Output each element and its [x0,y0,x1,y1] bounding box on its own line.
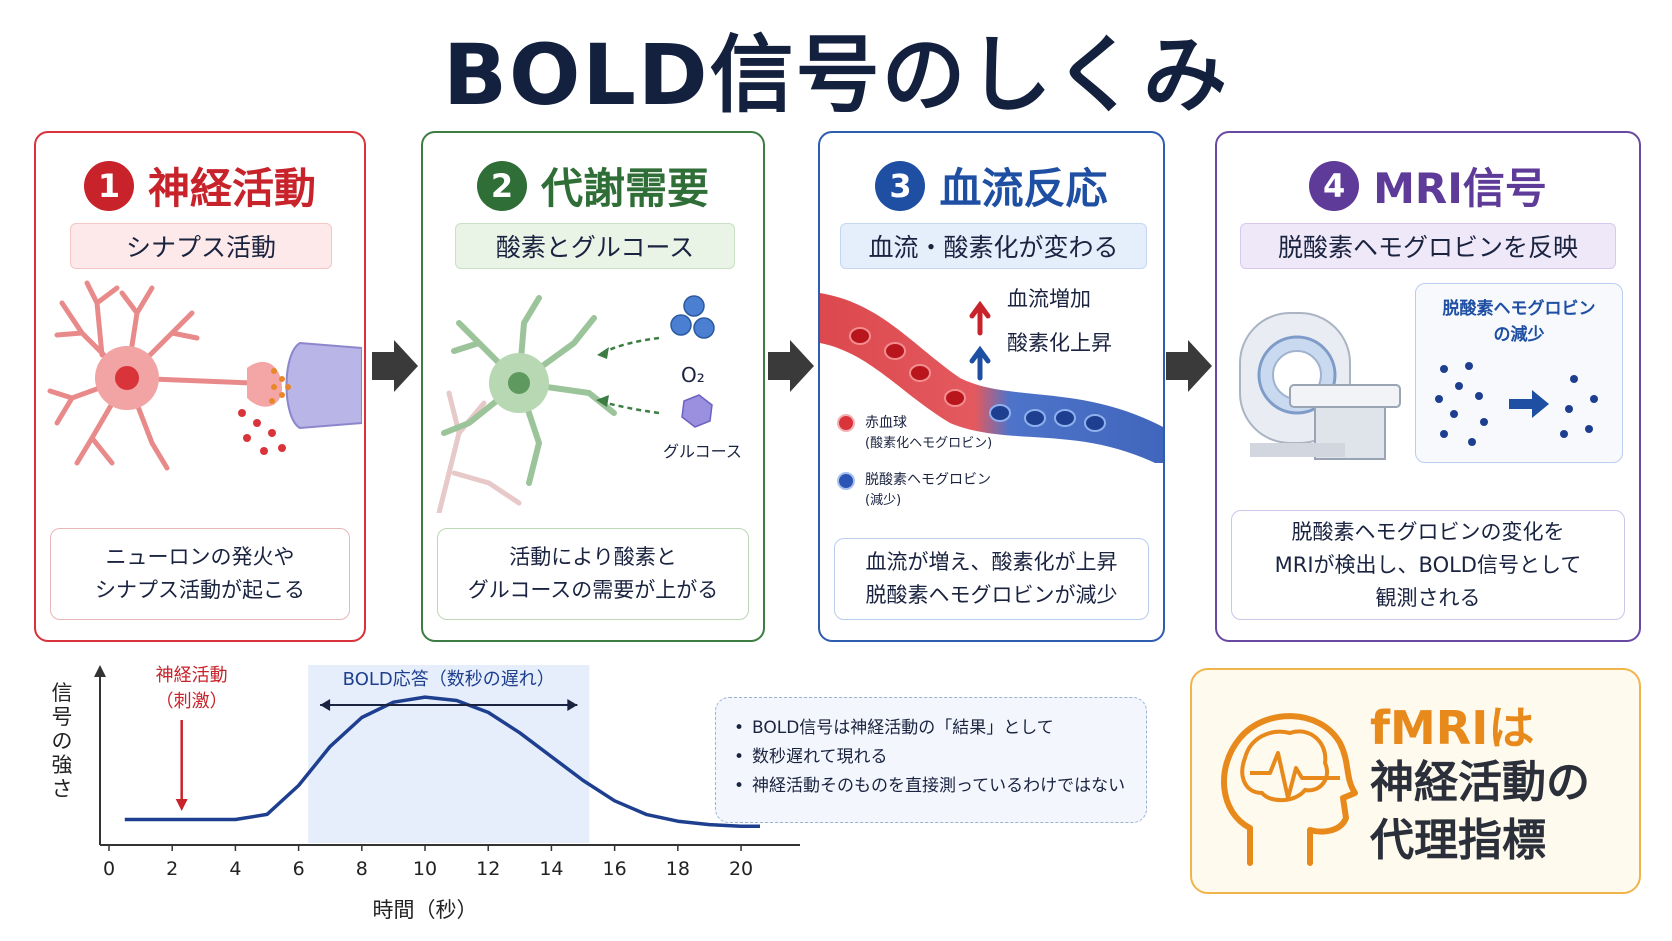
info-bullet-1: BOLD信号は神経活動の「結果」として [734,714,1128,743]
x-tick-label: 18 [666,858,690,880]
step-description: 血流が増え、酸素化が上昇 脱酸素ヘモグロビンが減少 [834,538,1149,620]
x-tick-label: 10 [413,858,437,880]
fmri-proxy-box: fMRIは 神経活動の 代理指標 [1190,668,1641,894]
bold-window-arrow-left [320,699,331,711]
deoxy-legend-sublabel: (減少) [865,493,902,508]
step-subtitle: 血流・酸素化が変わる [840,223,1147,269]
x-tick-label: 2 [166,858,178,880]
brain-head-icon [1221,713,1358,866]
x-tick-label: 12 [476,858,500,880]
step-number: 2 [476,160,527,211]
neuron-metabolism-illustration [436,295,715,513]
y-axis-label: 強 [52,753,73,777]
x-tick-label: 14 [539,858,563,880]
info-bullet-2: 神経活動そのものを直接測っているわけではない [734,772,1128,801]
page-title: BOLD信号のしくみ [442,26,1230,124]
oxygen-label: O₂ [681,363,705,387]
mri-scanner-illustration [1239,312,1401,460]
step-title: 代謝需要 [540,164,709,213]
deoxy-hemoglobin-icon [837,472,855,490]
bold-window-shading [308,665,590,843]
y-axis-label: の [52,729,73,753]
x-tick-label: 8 [356,858,368,880]
deoxy-decrease-panel: 脱酸素ヘモグロビン の減少 [1415,283,1623,463]
x-tick-label: 4 [229,858,241,880]
step-subtitle: シナプス活動 [70,223,332,269]
step-title: MRI信号 [1373,164,1547,213]
bold-info-box: BOLD信号は神経活動の「結果」として 数秒遅れて現れる 神経活動そのものを直接… [715,697,1147,823]
step-description: 脱酸素ヘモグロビンの変化を MRIが検出し、BOLD信号として 観測される [1231,510,1625,620]
x-tick-label: 6 [293,858,305,880]
stimulus-sublabel: （刺激） [156,691,228,712]
rbc-legend-sublabel: (酸素化ヘモグロビン) [865,436,993,451]
step-description: 活動により酸素と グルコースの需要が上がる [437,528,749,620]
flow-increase-label: 血流増加 [1007,287,1091,311]
step-number: 1 [83,160,134,211]
step-card-metabolic-demand: 2 代謝需要 酸素とグルコース O₂ グルコース 活動により酸素と グルコースの… [421,131,765,642]
arrow-right-icon [768,340,814,392]
fmri-subtitle: 神経活動の 代理指標 [1370,757,1590,866]
blood-vessel-illustration [820,293,1163,463]
y-axis-label: 信 [52,681,73,705]
rbc-legend-label: 赤血球 [865,415,907,431]
stimulus-arrowhead [175,799,188,811]
step-number: 4 [1309,160,1360,211]
oxygenation-increase-label: 酸素化上昇 [1007,331,1112,355]
x-axis-label: 時間（秒） [373,898,478,922]
step-subtitle: 酸素とグルコース [455,223,735,269]
step-number: 3 [875,160,926,211]
deoxy-legend-label: 脱酸素ヘモグロビン [865,472,991,488]
molecule-decrease-illustration [1435,362,1598,446]
bold-response-line [124,695,760,829]
bold-window-arrow-right [567,699,578,711]
step-card-mri-signal: 4 MRI信号 脱酸素ヘモグロビンを反映 脱酸素ヘモグロビン の減少 脱酸素ヘモ… [1215,131,1641,642]
stimulus-label: 神経活動 [156,665,228,686]
fmri-title: fMRIは [1370,701,1535,755]
x-tick-label: 0 [103,858,115,880]
bold-window-label: BOLD応答（数秒の遅れ） [343,669,555,690]
y-axis-label: 号 [52,705,73,729]
step-description: ニューロンの発火や シナプス活動が起こる [50,528,350,620]
deoxy-decrease-title-2: の減少 [1493,325,1545,345]
step-title: 神経活動 [147,164,316,213]
deoxy-decrease-title: 脱酸素ヘモグロビン [1442,299,1596,319]
step-subtitle: 脱酸素ヘモグロビンを反映 [1240,223,1616,269]
info-bullet-1-continued: 数秒遅れて現れる [734,743,1128,772]
glucose-label: グルコース [663,442,742,461]
step-card-blood-flow: 3 血流反応 血流・酸素化が変わる 血流増加 酸素化上昇 赤血球 (酸素化ヘモグ… [818,131,1165,642]
y-axis-label: さ [52,777,73,801]
x-tick-label: 20 [729,858,753,880]
neuron-synapse-illustration [47,280,362,471]
arrow-right-icon [1166,340,1212,392]
x-tick-label: 16 [603,858,627,880]
y-axis-arrowhead [94,665,106,677]
step-title: 血流反応 [939,164,1108,213]
step-card-neural-activity: 1 神経活動 シナプス活動 ニューロンの発火や シナプス活動が起こる [34,131,366,642]
arrow-right-icon [372,340,418,392]
red-blood-cell-icon [837,414,855,432]
